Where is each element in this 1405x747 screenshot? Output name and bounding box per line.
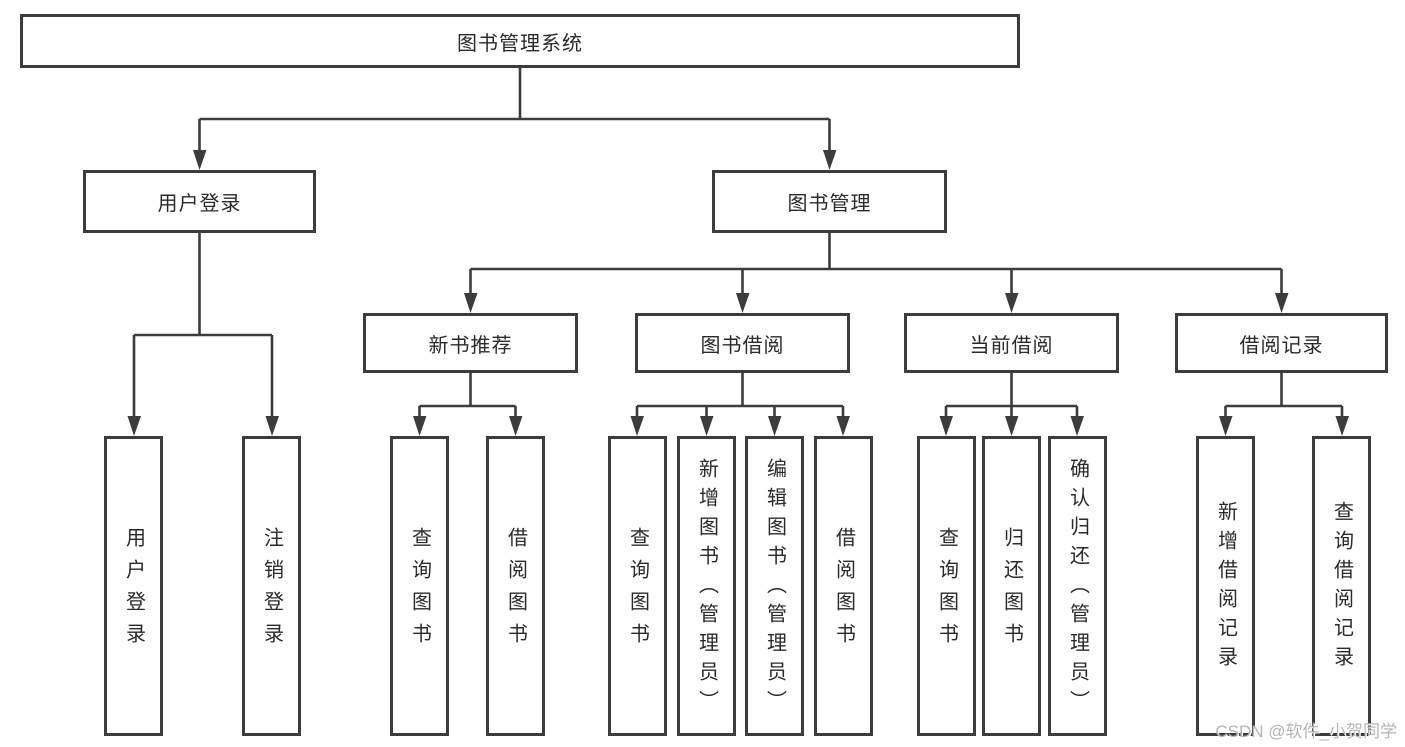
leaf-records-add-record: 新增借阅记录 <box>1196 436 1255 736</box>
node-book-borrowing: 图书借阅 <box>635 313 850 373</box>
connector-current-borrowing-children <box>939 373 1084 436</box>
leaf-current-return-books: 归还图书 <box>982 436 1041 736</box>
arrowhead-icon <box>413 416 523 436</box>
leaf-records-query-record: 查询借阅记录 <box>1312 436 1371 736</box>
node-new-book-recommend: 新书推荐 <box>363 313 578 373</box>
leaf-recommend-borrow-books: 借阅图书 <box>486 436 545 736</box>
connector-line <box>418 373 517 418</box>
csdn-watermark: CSDN @软件_小贺同学 <box>1215 722 1397 741</box>
leaf-user-login: 用户登录 <box>104 436 163 736</box>
connector-line <box>132 233 274 418</box>
arrowhead-icon <box>630 416 850 436</box>
node-user-login: 用户登录 <box>83 170 316 233</box>
leaf-borrowing-query-books: 查询图书 <box>608 436 667 736</box>
leaf-current-confirm-return-admin: 确认归还（管理员） <box>1048 436 1107 736</box>
connector-line <box>198 68 831 152</box>
leaf-recommend-query-books: 查询图书 <box>390 436 449 736</box>
leaf-borrowing-borrow-books: 借阅图书 <box>814 436 873 736</box>
arrowhead-icon <box>464 293 1289 313</box>
leaf-borrowing-add-books-admin: 新增图书（管理员） <box>677 436 736 736</box>
connector-book-borrowing-children <box>630 373 850 436</box>
connector-line <box>944 373 1079 418</box>
leaf-current-query-books: 查询图书 <box>917 436 976 736</box>
connector-root-to-level2 <box>193 68 837 170</box>
node-current-borrowing: 当前借阅 <box>904 313 1119 373</box>
leaf-logout-login: 注销登录 <box>242 436 301 736</box>
node-book-management: 图书管理 <box>712 170 947 233</box>
connector-new-book-recommend-children <box>413 373 523 436</box>
node-root-system: 图书管理系统 <box>20 14 1020 68</box>
arrowhead-icon <box>939 416 1084 436</box>
connector-line <box>635 373 845 418</box>
arrowhead-icon <box>193 150 837 170</box>
connector-line <box>1224 373 1344 418</box>
connector-user-login-children <box>127 233 279 436</box>
node-borrow-records: 借阅记录 <box>1175 313 1388 373</box>
arrowhead-icon <box>127 416 279 436</box>
connector-book-management-children <box>464 233 1289 313</box>
connector-line <box>469 233 1283 295</box>
leaf-borrowing-edit-books-admin: 编辑图书（管理员） <box>745 436 804 736</box>
arrowhead-icon <box>1219 416 1349 436</box>
connector-borrow-records-children <box>1219 373 1349 436</box>
